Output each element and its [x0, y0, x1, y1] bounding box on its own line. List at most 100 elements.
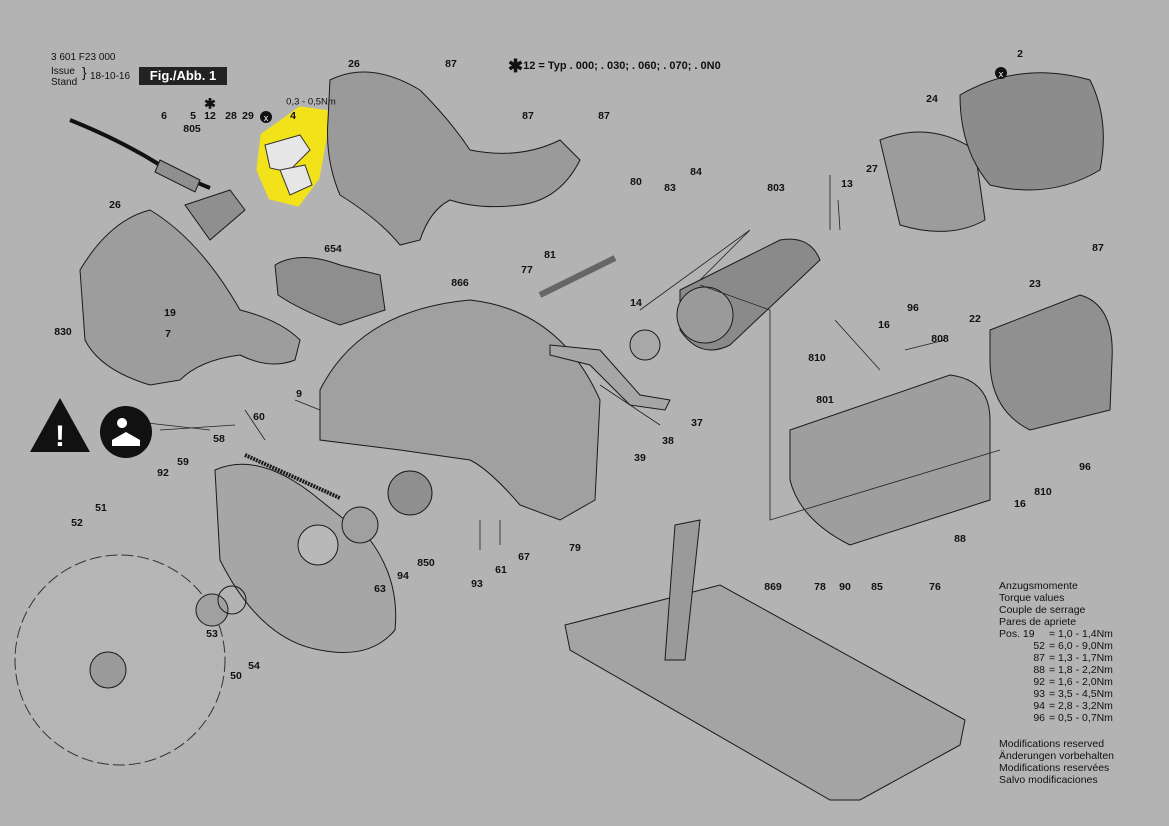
callout[interactable]: 93	[471, 578, 483, 590]
callout[interactable]: 59	[177, 456, 189, 468]
callout[interactable]: 810	[1034, 486, 1052, 498]
callout[interactable]: 67	[518, 551, 530, 563]
callout[interactable]: 52	[71, 517, 83, 529]
callout[interactable]: 84	[690, 166, 702, 178]
cord-clamp	[184, 189, 246, 241]
torque-value: = 1,8 - 2,2Nm	[1049, 664, 1113, 676]
callout[interactable]: 87	[522, 110, 534, 122]
type-note: ✱12 = Typ . 000; . 030; . 060; . 070; . …	[508, 56, 721, 77]
callout[interactable]: 26	[109, 199, 121, 211]
callout[interactable]: 54	[248, 660, 260, 672]
callout[interactable]: 94	[397, 570, 409, 582]
bearing-14	[629, 329, 661, 361]
callout[interactable]: 85	[871, 581, 883, 593]
washer-54	[217, 585, 247, 615]
callout[interactable]: 830	[54, 326, 72, 338]
torque-pos: 87	[1033, 652, 1045, 664]
torque-value: = 0,5 - 0,7Nm	[1049, 712, 1113, 724]
callout[interactable]: 14	[630, 297, 642, 309]
callout[interactable]: 77	[521, 264, 533, 276]
callout[interactable]: 24	[926, 93, 938, 105]
callout[interactable]: 805	[183, 123, 201, 135]
callout[interactable]: 96	[907, 302, 919, 314]
callout[interactable]: 78	[814, 581, 826, 593]
callout[interactable]: 12	[204, 110, 216, 122]
callout[interactable]: 22	[969, 313, 981, 325]
callout[interactable]: 60	[253, 411, 265, 423]
callout[interactable]: 80	[630, 176, 642, 188]
callout[interactable]: 87	[445, 58, 457, 70]
torque-pos: Pos. 19	[999, 628, 1035, 640]
callout[interactable]: 850	[417, 557, 435, 569]
callout[interactable]: 76	[929, 581, 941, 593]
callout[interactable]: 27	[866, 163, 878, 175]
callout[interactable]: 810	[808, 352, 826, 364]
torque-pos: 92	[1033, 676, 1045, 688]
x-marker-icon	[260, 111, 272, 123]
callout[interactable]: 5	[190, 110, 196, 122]
torque-row: 88 = 1,8 - 2,2Nm	[999, 664, 1113, 676]
callout[interactable]: 38	[662, 435, 674, 447]
depth-lever	[549, 344, 671, 411]
armature-fan	[676, 286, 734, 344]
torque-pos: 88	[1033, 664, 1045, 676]
cord-sleeve	[154, 159, 201, 193]
torque-table: Anzugsmomente Torque values Couple de se…	[999, 580, 1113, 724]
callout[interactable]: 16	[1014, 498, 1026, 510]
callout[interactable]: 6	[161, 110, 167, 122]
callout[interactable]: 2	[1017, 48, 1023, 60]
callout[interactable]: 96	[1079, 461, 1091, 473]
callout[interactable]: 53	[206, 628, 218, 640]
callout[interactable]: 23	[1029, 278, 1041, 290]
figure-label: Fig./Abb. 1	[139, 67, 227, 85]
torque-row: 87= 1,3 - 1,7Nm	[999, 652, 1113, 664]
callout[interactable]: 9	[296, 388, 302, 400]
torque-row: 96= 0,5 - 0,7Nm	[999, 712, 1113, 724]
torque-value: = 1,0 - 1,4Nm	[1049, 628, 1113, 640]
callout[interactable]: 866	[451, 277, 469, 289]
torque-value: = 2,8 - 3,2Nm	[1049, 700, 1113, 712]
callout[interactable]: 654	[324, 243, 342, 255]
callout[interactable]: 16	[878, 319, 890, 331]
modifications-de: Änderungen vorbehalten	[999, 750, 1115, 762]
upper-blade-guard	[319, 299, 601, 521]
callout[interactable]: 37	[691, 417, 703, 429]
torque-row: 94= 2,8 - 3,2Nm	[999, 700, 1113, 712]
warning-exclamation: !	[55, 420, 65, 453]
callout[interactable]: 13	[841, 178, 853, 190]
callout[interactable]: 79	[569, 542, 581, 554]
callout[interactable]: 808	[931, 333, 949, 345]
issue-date: 18-10-16	[90, 71, 131, 82]
callout[interactable]: 63	[374, 583, 386, 595]
modifications-es: Salvo modificaciones	[999, 774, 1098, 786]
callout[interactable]: 39	[634, 452, 646, 464]
callout[interactable]: 90	[839, 581, 851, 593]
callout[interactable]: 88	[954, 533, 966, 545]
base-plate	[564, 584, 966, 801]
callout[interactable]: 801	[816, 394, 834, 406]
callout[interactable]: 83	[664, 182, 676, 194]
asterisk-marker: ✱	[204, 95, 216, 112]
callout[interactable]: 81	[544, 249, 556, 261]
callout[interactable]: 803	[767, 182, 785, 194]
part-4-switch	[264, 134, 311, 173]
callout[interactable]: 4	[290, 110, 296, 122]
field-coil	[959, 72, 1104, 191]
callout[interactable]: 29	[242, 110, 254, 122]
callout[interactable]: 28	[225, 110, 237, 122]
callout[interactable]: 50	[230, 670, 242, 682]
handle-housing-other-half	[79, 209, 301, 386]
callout[interactable]: 92	[157, 467, 169, 479]
callout[interactable]: 869	[764, 581, 782, 593]
bevel-bracket	[664, 519, 701, 661]
torque-note-part4: 0,3 - 0,5Nm	[286, 96, 336, 108]
callout[interactable]: 87	[1092, 242, 1104, 254]
callout[interactable]: 87	[598, 110, 610, 122]
callout[interactable]: 61	[495, 564, 507, 576]
callout[interactable]: 26	[348, 58, 360, 70]
callout[interactable]: 58	[213, 433, 225, 445]
x-marker-icon-2	[995, 67, 1007, 79]
callout[interactable]: 7	[165, 328, 171, 340]
callout[interactable]: 19	[164, 307, 176, 319]
callout[interactable]: 51	[95, 502, 107, 514]
